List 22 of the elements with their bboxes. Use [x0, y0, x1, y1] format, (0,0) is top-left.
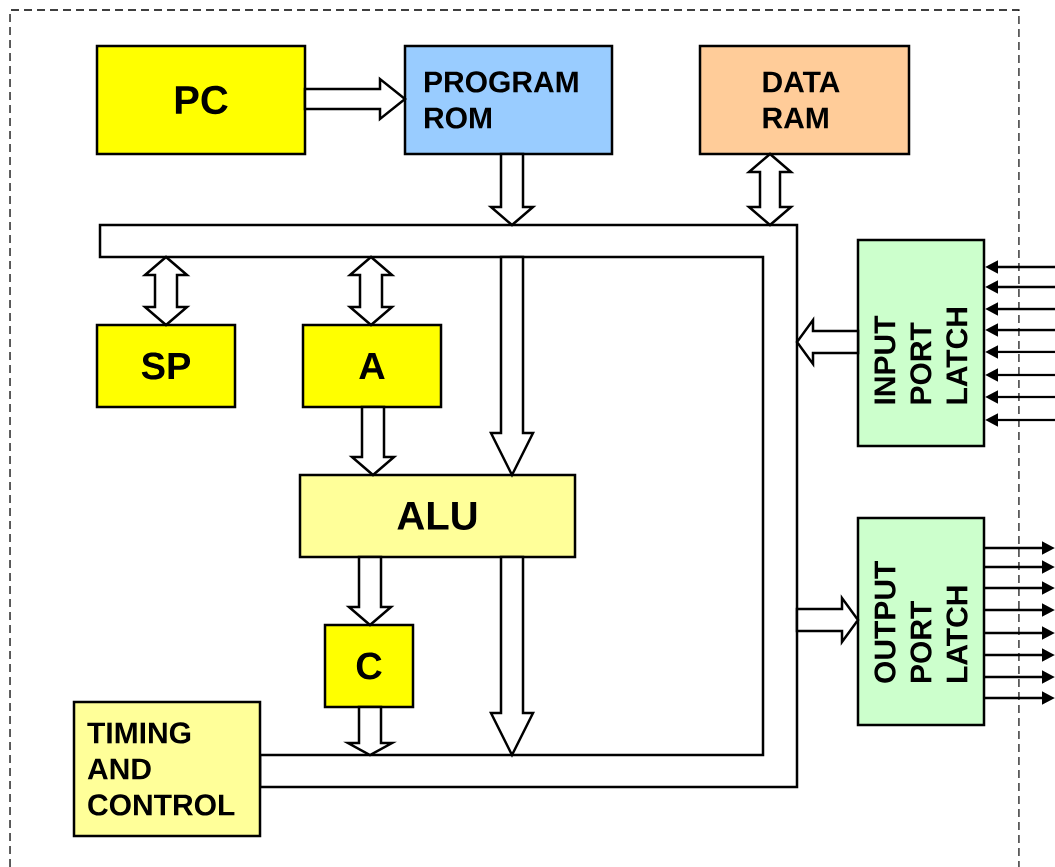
block-arrow: [489, 555, 536, 758]
register-box: C: [323, 623, 415, 709]
block-arrow: [795, 594, 860, 646]
block-arrow: [346, 255, 396, 327]
block-arrow: [487, 152, 537, 227]
register-box: SP: [95, 323, 237, 409]
port-latch-box: OUTPUT PORT LATCH: [856, 516, 986, 727]
block-arrow: [345, 555, 395, 627]
block-arrow: [795, 316, 860, 368]
block-arrow: [303, 76, 407, 122]
control-box: TIMING AND CONTROL: [72, 700, 262, 838]
block-arrow: [745, 152, 795, 227]
block-arrow: [141, 255, 191, 327]
block-arrow: [348, 405, 398, 477]
port-latch-box: INPUT PORT LATCH: [856, 238, 986, 448]
register-box: PC: [95, 44, 307, 156]
block-arrow: [343, 705, 397, 757]
block-arrow: [489, 255, 536, 478]
memory-box: DATA RAM: [698, 44, 911, 156]
memory-box: PROGRAM ROM: [403, 44, 614, 156]
register-box: A: [301, 323, 443, 409]
alu-box: ALU: [298, 473, 577, 559]
